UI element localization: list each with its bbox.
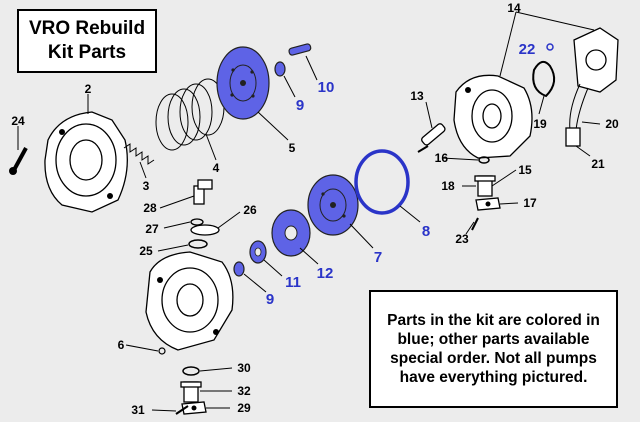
small-spring-3	[123, 143, 155, 165]
label-28: 28	[143, 201, 157, 215]
title-box: VRO Rebuild Kit Parts	[17, 9, 157, 73]
label-20: 20	[605, 117, 619, 131]
label-15: 15	[518, 163, 532, 177]
o-ring-25	[188, 239, 208, 249]
housing-14-right	[453, 74, 533, 159]
valve-32	[180, 381, 202, 403]
label-23: 23	[455, 232, 469, 246]
label-19: 19	[533, 117, 547, 131]
label-13: 13	[410, 89, 424, 103]
label-26: 26	[243, 203, 257, 217]
washer-11-kit	[249, 240, 267, 264]
label-8: 8	[422, 223, 430, 240]
label-22: 22	[519, 41, 536, 58]
label-24: 24	[11, 114, 25, 128]
title-line-1: VRO Rebuild	[28, 18, 146, 39]
label-6: 6	[118, 338, 125, 352]
pin-10-kit	[288, 43, 312, 56]
screw-23	[471, 217, 479, 231]
label-18: 18	[441, 179, 455, 193]
gasket-27	[190, 218, 204, 226]
o-ring-16	[478, 156, 490, 164]
washer-12-kit	[271, 209, 311, 257]
bracket-17	[475, 197, 501, 211]
gasket-19	[532, 60, 556, 98]
o-ring-8-kit	[354, 149, 410, 215]
plate-26	[190, 224, 220, 236]
note-text: Parts in the kit are colored in blue; ot…	[387, 312, 600, 386]
label-5: 5	[289, 141, 296, 155]
screw-31	[175, 405, 189, 415]
label-11: 11	[285, 274, 301, 291]
diaphragm-5-kit	[216, 46, 270, 120]
label-9-upper: 9	[296, 97, 304, 114]
label-25: 25	[139, 244, 153, 258]
diaphragm-7-kit	[307, 174, 359, 236]
note-box: Parts in the kit are colored in blue; ot…	[369, 290, 618, 408]
label-2: 2	[85, 82, 92, 96]
label-16: 16	[435, 151, 449, 165]
label-30: 30	[237, 361, 251, 375]
o-ring-22-kit	[546, 43, 554, 51]
leader-lines	[17, 11, 601, 412]
upper-housing-2	[44, 111, 128, 213]
label-27: 27	[145, 222, 159, 236]
label-21: 21	[591, 157, 605, 171]
label-12: 12	[317, 265, 334, 282]
label-29: 29	[237, 401, 251, 415]
label-14: 14	[507, 1, 521, 15]
elbow-fitting-28	[193, 179, 213, 205]
label-9-lower: 9	[266, 291, 274, 308]
bolt-24	[9, 147, 28, 175]
lower-pump-body	[145, 251, 234, 351]
bracket-29	[181, 401, 207, 415]
electrical-assembly-20-21	[565, 27, 619, 147]
label-3: 3	[143, 179, 150, 193]
title-line-2: Kit Parts	[47, 42, 127, 63]
washer-9-upper-kit	[274, 61, 286, 77]
large-spring-4	[155, 78, 225, 151]
washer-9-lower-kit	[233, 261, 245, 277]
label-17: 17	[523, 196, 537, 210]
label-10: 10	[318, 79, 335, 96]
label-32: 32	[237, 384, 251, 398]
label-4: 4	[213, 161, 220, 175]
label-31: 31	[131, 403, 145, 417]
o-ring-6	[158, 347, 166, 355]
o-ring-30	[182, 366, 200, 376]
fitting-13	[417, 123, 446, 153]
label-7: 7	[374, 249, 382, 266]
